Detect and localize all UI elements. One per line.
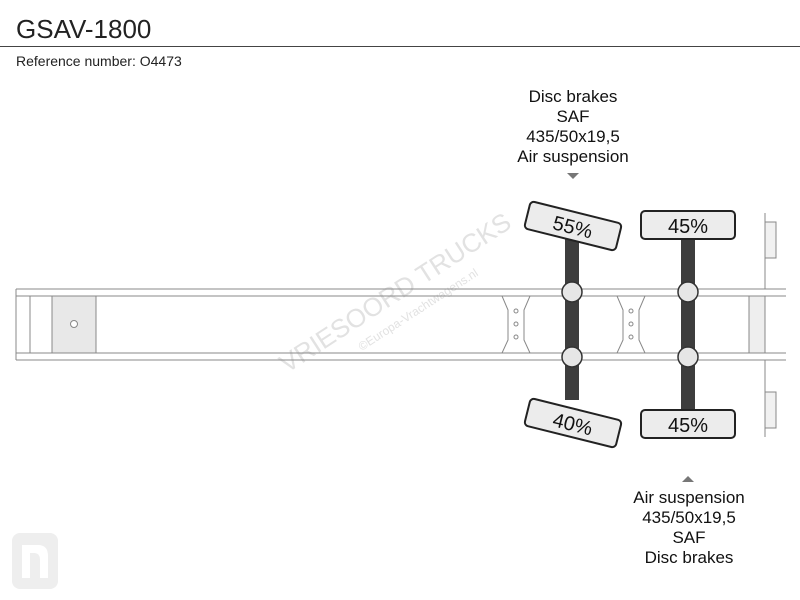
front-axle-beam [565, 238, 579, 400]
watermark: VRIESOORD TRUCKS ©Europa-Vrachtwagens.nl [274, 206, 517, 378]
front-axle-wheel-bottom: 40% [523, 397, 623, 449]
corner-logo-icon [12, 533, 58, 589]
front-axle-hub-top [561, 281, 583, 303]
bracket-bolt [628, 334, 634, 340]
bracket-bolt [513, 334, 519, 340]
rear-axle-spec-brand: SAF [672, 528, 706, 547]
rear-axle-spec-brakes: Disc brakes [644, 548, 734, 567]
rear-axle-pointer-icon [682, 476, 694, 482]
front-axle-specs: Disc brakes SAF 435/50x19,5 Air suspensi… [473, 87, 673, 167]
rear-axle-specs: Air suspension 435/50x19,5 SAF Disc brak… [589, 488, 789, 568]
front-axle-wheel-top-tyre [523, 200, 623, 252]
front-axle: 55% 40% [523, 200, 623, 449]
front-axle-spec-brakes: Disc brakes [528, 87, 618, 106]
bracket-bolt [513, 321, 519, 327]
rear-axle-hub-top [677, 281, 699, 303]
rear-axle-top-load: 45% [668, 216, 708, 238]
rear-axle-spec-tyre: 435/50x19,5 [642, 508, 736, 527]
front-axle-spec-brand: SAF [556, 107, 590, 126]
bracket-bolt [628, 321, 634, 327]
rear-axle: 45% 45% [640, 210, 736, 439]
rear-axle-spec-suspension: Air suspension [633, 488, 745, 507]
cross-bracket-front [501, 295, 531, 354]
title-divider [0, 46, 800, 47]
rear-axle-wheel-bottom [640, 409, 736, 439]
rear-axle-beam [681, 238, 695, 410]
bracket-bolt [513, 308, 519, 314]
chassis-frame [15, 213, 786, 437]
bracket-bolt [628, 308, 634, 314]
rear-crossmember [748, 295, 766, 354]
rear-axle-bottom-load: 45% [668, 415, 708, 437]
rear-axle-wheel-top [640, 210, 736, 240]
reference-number: Reference number: O4473 [16, 53, 182, 69]
rear-axle-hub-bottom [677, 346, 699, 368]
front-axle-spec-tyre: 435/50x19,5 [526, 127, 620, 146]
front-axle-hub-bottom [561, 346, 583, 368]
rear-light-top [764, 221, 777, 259]
cross-bracket-rear [616, 295, 646, 354]
front-axle-spec-suspension: Air suspension [517, 147, 629, 166]
front-axle-pointer-icon [567, 173, 579, 179]
kingpin-icon [70, 320, 78, 328]
rear-light-bottom [764, 391, 777, 429]
page-title: GSAV-1800 [16, 14, 152, 44]
front-axle-wheel-bottom-tyre [523, 397, 623, 449]
